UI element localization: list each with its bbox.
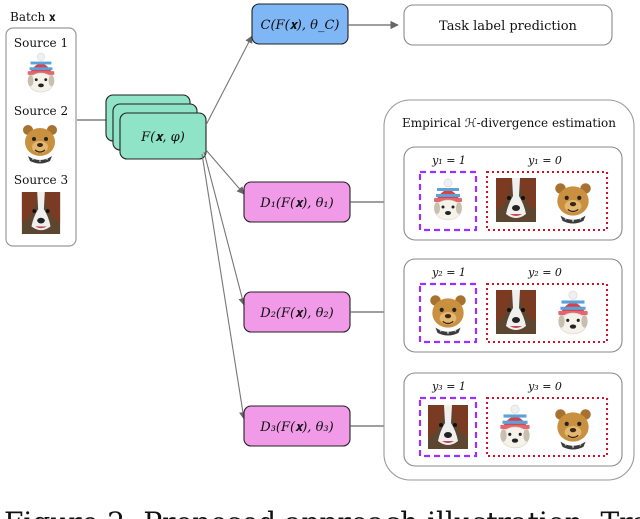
row-3-positive-label: y₃ = 1: [431, 380, 466, 393]
row-1-positive-label: y₁ = 1: [431, 154, 466, 167]
row-1-negative-box: [486, 171, 608, 231]
row-2-positive-box: [418, 282, 478, 344]
batch-label: Batch 𝐱: [10, 10, 56, 24]
feature-extractor-label: F(𝐱, φ): [140, 130, 185, 145]
source-3-label: Source 3: [14, 173, 68, 187]
figure-caption: Figure 2: Proposed approach illustration…: [4, 506, 640, 519]
row-1-negative-label: y₁ = 0: [527, 154, 562, 167]
saint-bernard-dog-icon: [21, 192, 61, 234]
discriminator-2-label: D₂(F(𝐱), θ₂): [259, 306, 333, 321]
row-3-negative-label: y₃ = 0: [527, 380, 562, 393]
arrow-feature-to-classifier: [205, 35, 253, 126]
saint-bernard-dog-icon: [496, 290, 536, 334]
arrow-feature-to-d2: [203, 151, 246, 306]
classifier-box: [251, 3, 349, 45]
discriminator-1-label: D₁(F(𝐱), θ₁): [259, 196, 333, 211]
row-2-negative-box: [486, 283, 608, 343]
row-2-positive-label: y₂ = 1: [431, 266, 466, 279]
arrow-feature-to-d3: [201, 153, 247, 420]
task-prediction-box: [403, 4, 613, 46]
classifier-label: C(F(𝐱), θ_C): [261, 18, 340, 33]
row-3-positive-box: [418, 396, 478, 458]
row-3-negative-box: [486, 397, 608, 457]
saint-bernard-dog-icon: [428, 405, 468, 449]
discriminator-3-label: D₃(F(𝐱), θ₃): [259, 420, 333, 435]
source-2-label: Source 2: [14, 104, 68, 118]
source-1-label: Source 1: [14, 36, 68, 50]
arrow-feature-to-d1: [205, 149, 245, 195]
row-2-negative-label: y₂ = 0: [527, 266, 562, 279]
saint-bernard-dog-icon: [496, 178, 536, 222]
row-1-positive-box: [418, 170, 478, 232]
feature-extractor-box: [119, 112, 207, 160]
task-prediction-label: Task label prediction: [439, 19, 578, 34]
divergence-panel-title: Empirical ℋ-divergence estimation: [402, 116, 616, 130]
